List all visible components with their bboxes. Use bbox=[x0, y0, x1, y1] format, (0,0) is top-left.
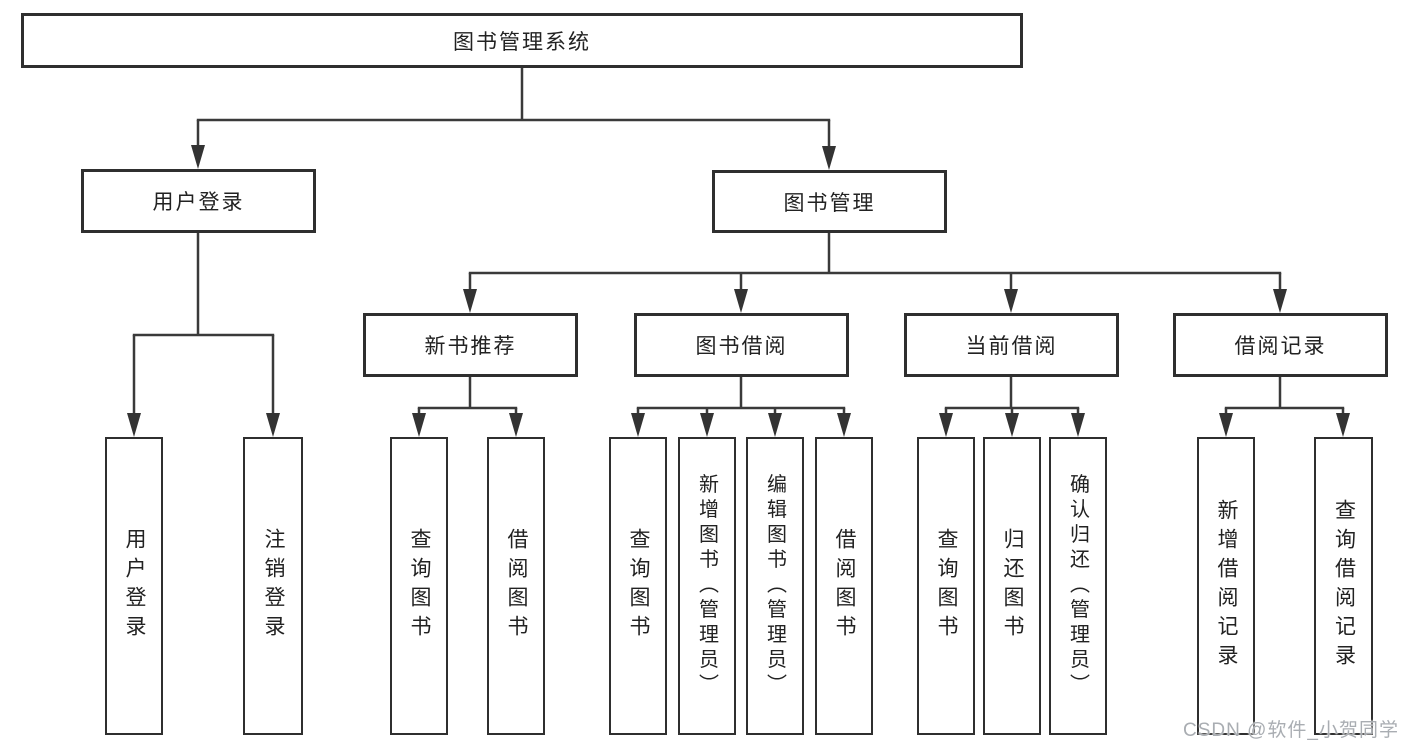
node-label: 确认归还（管理员） bbox=[1066, 473, 1089, 699]
node-label: 用户登录 bbox=[152, 191, 245, 214]
leaf-borrow-books-recommend: 借阅图书 bbox=[487, 437, 545, 735]
node-library-management-system: 图书管理系统 bbox=[21, 13, 1023, 68]
node-label: 当前借阅 bbox=[965, 335, 1058, 358]
node-label: 借阅图书 bbox=[505, 528, 528, 644]
leaf-edit-books-admin: 编辑图书（管理员） bbox=[746, 437, 804, 735]
node-label: 查询借阅记录 bbox=[1332, 499, 1356, 673]
leaf-borrow-books: 借阅图书 bbox=[815, 437, 873, 735]
node-label: 图书管理 bbox=[783, 191, 876, 215]
csdn-watermark: CSDN @软件_小贺同学 bbox=[1183, 720, 1399, 741]
node-borrowing-records: 借阅记录 bbox=[1173, 313, 1388, 377]
leaf-user-login: 用户登录 bbox=[105, 437, 163, 735]
node-label: 查询图书 bbox=[627, 528, 650, 644]
node-book-management: 图书管理 bbox=[712, 170, 947, 233]
leaf-return-books: 归还图书 bbox=[983, 437, 1041, 735]
node-user-login: 用户登录 bbox=[81, 169, 316, 233]
node-book-borrowing: 图书借阅 bbox=[634, 313, 849, 377]
node-label: 新增借阅记录 bbox=[1215, 499, 1238, 673]
leaf-confirm-return-admin: 确认归还（管理员） bbox=[1049, 437, 1107, 735]
node-label: 查询图书 bbox=[408, 528, 431, 644]
leaf-add-borrow-record: 新增借阅记录 bbox=[1197, 437, 1255, 735]
node-label: 编辑图书（管理员） bbox=[763, 473, 786, 699]
node-label: 查询图书 bbox=[935, 528, 958, 644]
node-label: 借阅图书 bbox=[833, 528, 856, 644]
node-label: 归还图书 bbox=[1001, 528, 1024, 644]
node-label: 新书推荐 bbox=[424, 335, 517, 358]
node-label: 借阅记录 bbox=[1234, 335, 1327, 358]
node-label: 图书借阅 bbox=[695, 335, 788, 358]
leaf-query-books-current: 查询图书 bbox=[917, 437, 975, 735]
leaf-query-borrow-record: 查询借阅记录 bbox=[1314, 437, 1373, 735]
leaf-add-books-admin: 新增图书（管理员） bbox=[678, 437, 736, 735]
leaf-query-books-borrow: 查询图书 bbox=[609, 437, 667, 735]
node-label: 用户登录 bbox=[123, 528, 146, 644]
node-label: 图书管理系统 bbox=[453, 30, 591, 54]
node-new-book-recommend: 新书推荐 bbox=[363, 313, 578, 377]
node-label: 新增图书（管理员） bbox=[695, 473, 718, 699]
leaf-logout: 注销登录 bbox=[243, 437, 303, 735]
node-label: 注销登录 bbox=[262, 528, 285, 644]
node-current-borrowing: 当前借阅 bbox=[904, 313, 1119, 377]
leaf-query-books-recommend: 查询图书 bbox=[390, 437, 448, 735]
